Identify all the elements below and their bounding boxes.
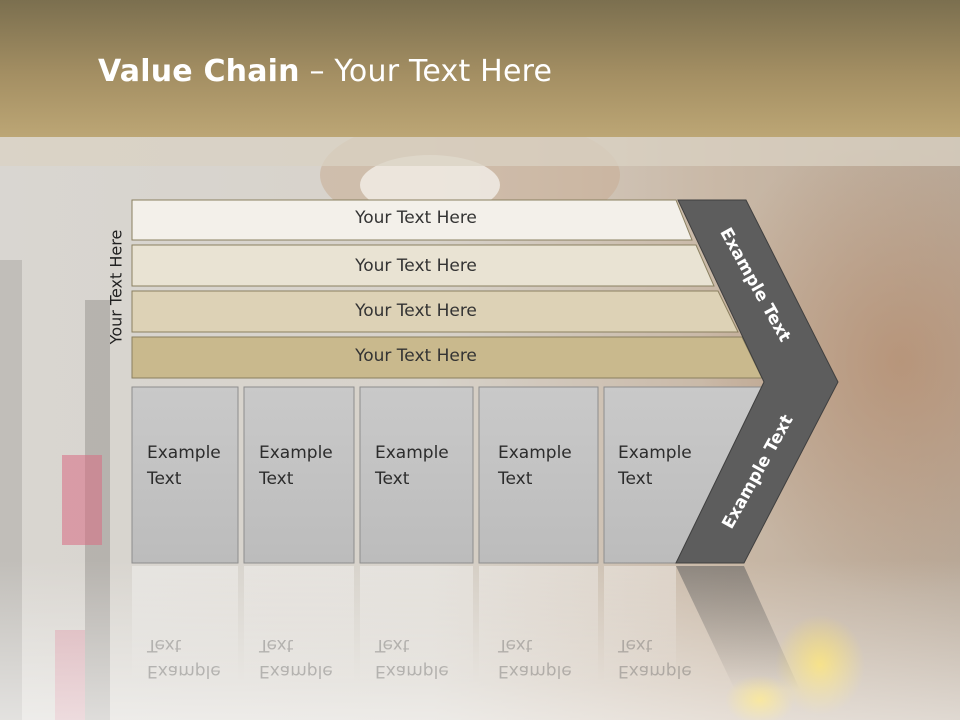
row-bar-3 (131, 290, 739, 333)
row-label-1: Your Text Here (355, 208, 477, 228)
column-label-reflection-line: Text (259, 635, 294, 655)
column-label-reflection-line: Example (618, 661, 692, 681)
header-subband (0, 137, 960, 166)
column-label-reflection-3: Example Text (375, 632, 449, 684)
column-box-1 (131, 386, 239, 564)
column-box-3 (359, 386, 474, 564)
column-label-reflection-line: Example (498, 661, 572, 681)
column-label-line: Example (375, 443, 449, 463)
column-reflection-3 (360, 566, 473, 686)
column-label-line: Example (498, 443, 572, 463)
slide-title: Value Chain – Your Text Here (98, 54, 552, 94)
chevron-arrow (675, 199, 839, 564)
column-label-reflection-line: Text (498, 635, 533, 655)
column-label-reflection-line: Example (147, 661, 221, 681)
column-label-reflection-line: Text (147, 635, 182, 655)
row-bar-2 (131, 244, 715, 287)
slide-title-rest: – Your Text Here (299, 54, 553, 89)
column-box-2 (243, 386, 355, 564)
column-reflection-1 (132, 566, 238, 686)
column-label-reflection-5: Example Text (618, 632, 692, 684)
column-label-line: Example (147, 443, 221, 463)
column-label-reflection-line: Example (259, 661, 333, 681)
column-reflection-5 (604, 566, 676, 686)
column-label-line: Text (498, 469, 533, 489)
column-label-reflection-line: Example (375, 661, 449, 681)
column-label-line: Example (618, 443, 692, 463)
column-label-reflection-4: Example Text (498, 632, 572, 684)
column-label-reflection-1: Example Text (147, 632, 221, 684)
header-band (0, 0, 960, 137)
column-label-line: Text (147, 469, 182, 489)
column-label-reflection-line: Text (618, 635, 653, 655)
column-reflection-2 (244, 566, 354, 686)
row-label-4: Your Text Here (355, 346, 477, 366)
column-label-reflection-2: Example Text (259, 632, 333, 684)
column-label-line: Text (618, 469, 653, 489)
chevron-reflection (676, 566, 800, 690)
column-label-line: Text (259, 469, 294, 489)
slide-title-bold: Value Chain (98, 54, 300, 89)
column-label-line: Example (259, 443, 333, 463)
row-bar-1 (131, 199, 693, 241)
column-box-4 (478, 386, 599, 564)
column-label-reflection-line: Text (375, 635, 410, 655)
column-label-line: Text (375, 469, 410, 489)
column-reflection-4 (479, 566, 598, 686)
row-label-2: Your Text Here (355, 256, 477, 276)
row-label-3: Your Text Here (355, 301, 477, 321)
